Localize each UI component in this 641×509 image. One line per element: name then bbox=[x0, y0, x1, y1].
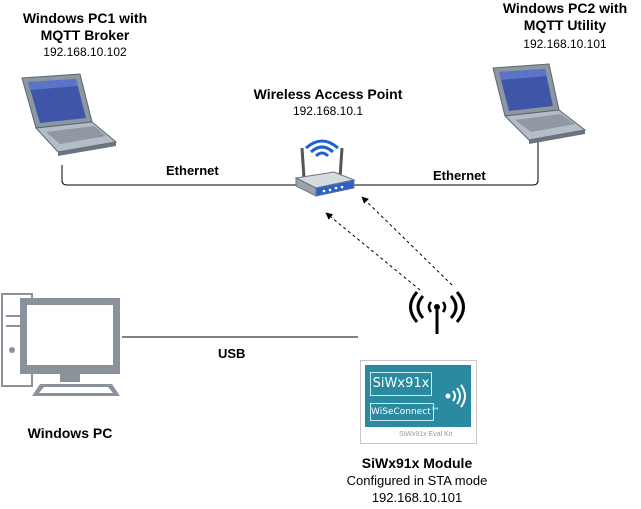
board-wifi-icon bbox=[445, 384, 466, 408]
ethernet-line-left bbox=[61, 165, 298, 186]
siwx91x-board: SiWx91x WiSeConnect™ SiWx91x Eval Kit bbox=[360, 360, 477, 444]
pc2-ip: 192.168.10.101 bbox=[523, 37, 607, 51]
ethernet-label-right: Ethernet bbox=[433, 168, 486, 183]
board-footer: SiWx91x Eval Kit bbox=[399, 431, 453, 438]
usb-label: USB bbox=[218, 346, 246, 361]
pc1-title-line1: Windows PC1 with bbox=[22, 10, 148, 26]
wireless-link-arrow-1 bbox=[325, 212, 421, 291]
pc1-title-line2: MQTT Broker bbox=[40, 27, 130, 43]
pc2-label: Windows PC2 with MQTT Utility 192.168.10… bbox=[490, 0, 640, 52]
pc2-title-line2: MQTT Utility bbox=[523, 17, 607, 33]
pc1-label: Windows PC1 with MQTT Broker 192.168.10.… bbox=[4, 10, 166, 60]
ethernet-line-right bbox=[352, 138, 539, 186]
module-label: SiWx91x Module Configured in STA mode 19… bbox=[322, 455, 512, 506]
host-pc-title: Windows PC bbox=[27, 425, 113, 441]
ap-title: Wireless Access Point bbox=[253, 86, 403, 102]
board-brand-label: WiSeConnect™ bbox=[370, 403, 440, 421]
wireless-router-icon bbox=[294, 139, 356, 197]
module-mode: Configured in STA mode bbox=[346, 473, 488, 488]
pc1-ip: 192.168.10.102 bbox=[43, 45, 127, 59]
desktop-computer-icon bbox=[1, 293, 120, 396]
board-chip-label: SiWx91x bbox=[370, 372, 432, 396]
ap-label: Wireless Access Point 192.168.10.1 bbox=[238, 86, 418, 119]
pc2-title-line1: Windows PC2 with bbox=[502, 0, 628, 16]
laptop-icon bbox=[21, 73, 118, 156]
board-panel: SiWx91x WiSeConnect™ bbox=[365, 365, 471, 427]
module-title: SiWx91x Module bbox=[361, 455, 473, 471]
ethernet-label-left: Ethernet bbox=[166, 163, 219, 178]
laptop-icon bbox=[492, 63, 587, 144]
module-ip: 192.168.10.101 bbox=[371, 490, 463, 505]
wireless-link-arrow-2 bbox=[361, 196, 453, 286]
wireless-signal-icon bbox=[409, 291, 465, 334]
ap-ip: 192.168.10.1 bbox=[292, 104, 364, 118]
